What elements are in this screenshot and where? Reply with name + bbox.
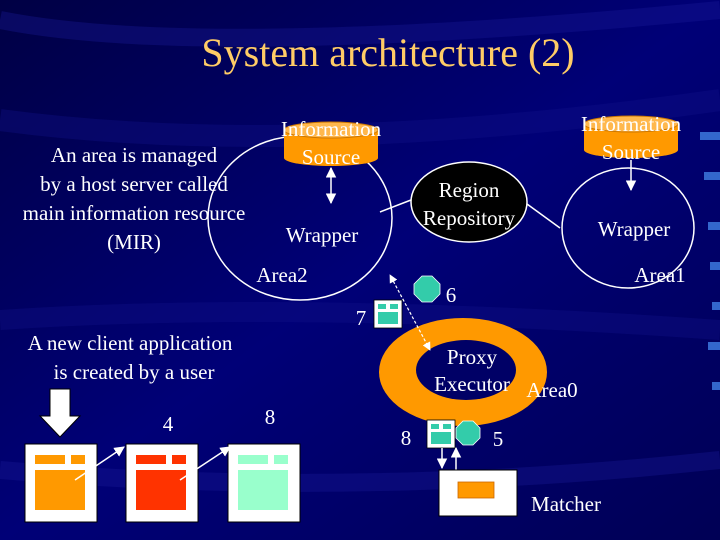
area1-label: Area1	[634, 263, 685, 287]
client-note: A new client application is created by a…	[28, 331, 233, 384]
down-arrow-icon	[38, 388, 82, 438]
mir-note-line-4: (MIR)	[107, 230, 161, 254]
step-7-label: 7	[356, 306, 367, 330]
mir-note-line-1: An area is managed	[51, 143, 218, 167]
step-8-label-left: 8	[265, 405, 276, 429]
step-6-label: 6	[446, 283, 457, 307]
step-6-octagon	[413, 275, 441, 303]
step-8-label-right: 8	[401, 426, 412, 450]
mir-note: An area is managed by a host server call…	[23, 143, 246, 254]
matcher-window	[438, 469, 518, 517]
mir-note-line-2: by a host server called	[40, 172, 228, 196]
background-streaks	[0, 1, 720, 492]
step-5-octagon	[455, 420, 481, 446]
proxy-executor-line-2: Executor	[434, 372, 510, 396]
client-note-line-2: is created by a user	[54, 360, 215, 384]
step-5-label: 5	[493, 427, 504, 451]
mir-note-line-3: main information resource	[23, 201, 246, 225]
info-source-left-line-2: Source	[302, 145, 360, 169]
client-window-3	[227, 443, 301, 523]
client-window-1	[24, 443, 98, 523]
link-repository-area1	[526, 203, 561, 229]
step-4-label: 4	[163, 412, 174, 436]
slide-title: System architecture (2)	[201, 30, 574, 75]
area1-circle	[561, 167, 695, 289]
info-source-left: Information Source	[281, 117, 382, 169]
arrow-window2-window3	[179, 446, 231, 481]
region-repository-line-1: Region	[439, 178, 500, 202]
step-7-document-icon	[373, 299, 403, 329]
info-source-right: Information Source	[581, 112, 682, 164]
info-source-left-line-1: Information	[281, 117, 382, 141]
info-source-right-line-1: Information	[581, 112, 682, 136]
wrapper-left: Wrapper	[286, 223, 359, 247]
arrow-proxy-area2	[389, 274, 431, 351]
wrapper-right: Wrapper	[598, 217, 671, 241]
client-window-2	[125, 443, 199, 523]
step-8-document-icon	[426, 419, 456, 449]
region-repository: Region Repository	[410, 161, 528, 243]
link-area2-repository	[379, 199, 412, 213]
matcher-label: Matcher	[531, 492, 601, 516]
proxy-executor-line-1: Proxy	[447, 345, 498, 369]
region-repository-line-2: Repository	[423, 206, 516, 230]
arrow-window1-window2	[74, 446, 125, 481]
area0-label: Area0	[526, 378, 577, 402]
right-edge-marks	[700, 132, 720, 390]
area2-label: Area2	[256, 263, 307, 287]
client-note-line-1: A new client application	[28, 331, 233, 355]
